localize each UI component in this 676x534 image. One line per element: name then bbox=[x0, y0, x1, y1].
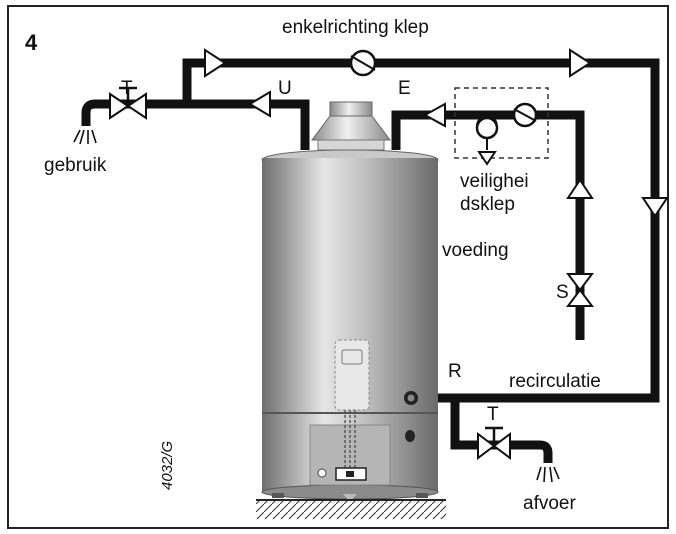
supply-pipe bbox=[391, 110, 585, 340]
user-valve-t-icon bbox=[109, 86, 147, 120]
drain-pipe bbox=[450, 398, 553, 463]
outlet-pipe bbox=[120, 99, 310, 150]
check-valve-icon bbox=[349, 49, 377, 77]
drawing-code: 4032/G bbox=[159, 440, 176, 490]
supply-valve-s-icon bbox=[566, 273, 594, 307]
label-inlet-e: E bbox=[398, 78, 411, 99]
flow-arrow-icon bbox=[566, 178, 594, 199]
label-valve-t: T bbox=[121, 78, 133, 99]
flow-arrow-icon bbox=[248, 90, 271, 118]
floor bbox=[256, 499, 446, 519]
flow-arrow-icon bbox=[569, 48, 592, 78]
label-drain: afvoer bbox=[523, 493, 576, 514]
label-usage: gebruik bbox=[44, 155, 107, 176]
flow-arrow-icon bbox=[422, 102, 446, 128]
drain-spray-icon bbox=[536, 466, 560, 483]
flow-arrows bbox=[204, 48, 669, 218]
water-heater bbox=[261, 101, 439, 502]
label-safety-valve-2: dsklep bbox=[460, 194, 515, 215]
user-spout-pipe bbox=[81, 99, 120, 126]
safety-valve-box bbox=[454, 87, 549, 159]
pipe-network bbox=[81, 58, 660, 463]
label-drain-valve-t: T bbox=[487, 404, 499, 425]
recirculation-loop-pipe bbox=[182, 58, 660, 403]
label-recirculation: recirculatie bbox=[509, 371, 601, 392]
label-recirc-r: R bbox=[448, 361, 462, 382]
flow-arrow-icon bbox=[641, 197, 669, 218]
safety-valve-icon bbox=[475, 102, 538, 166]
drain-valve-t-icon bbox=[477, 426, 511, 460]
label-safety-valve-1: veilighei bbox=[460, 171, 529, 192]
frame bbox=[7, 5, 669, 529]
flow-arrow-icon bbox=[204, 48, 227, 78]
label-valve-s: S bbox=[556, 282, 569, 303]
label-outlet-u: U bbox=[278, 78, 292, 99]
user-spray-icon bbox=[73, 129, 97, 145]
label-check-valve: enkelrichting klep bbox=[282, 17, 429, 38]
figure-number: 4 bbox=[25, 30, 38, 55]
label-supply: voeding bbox=[442, 240, 509, 261]
